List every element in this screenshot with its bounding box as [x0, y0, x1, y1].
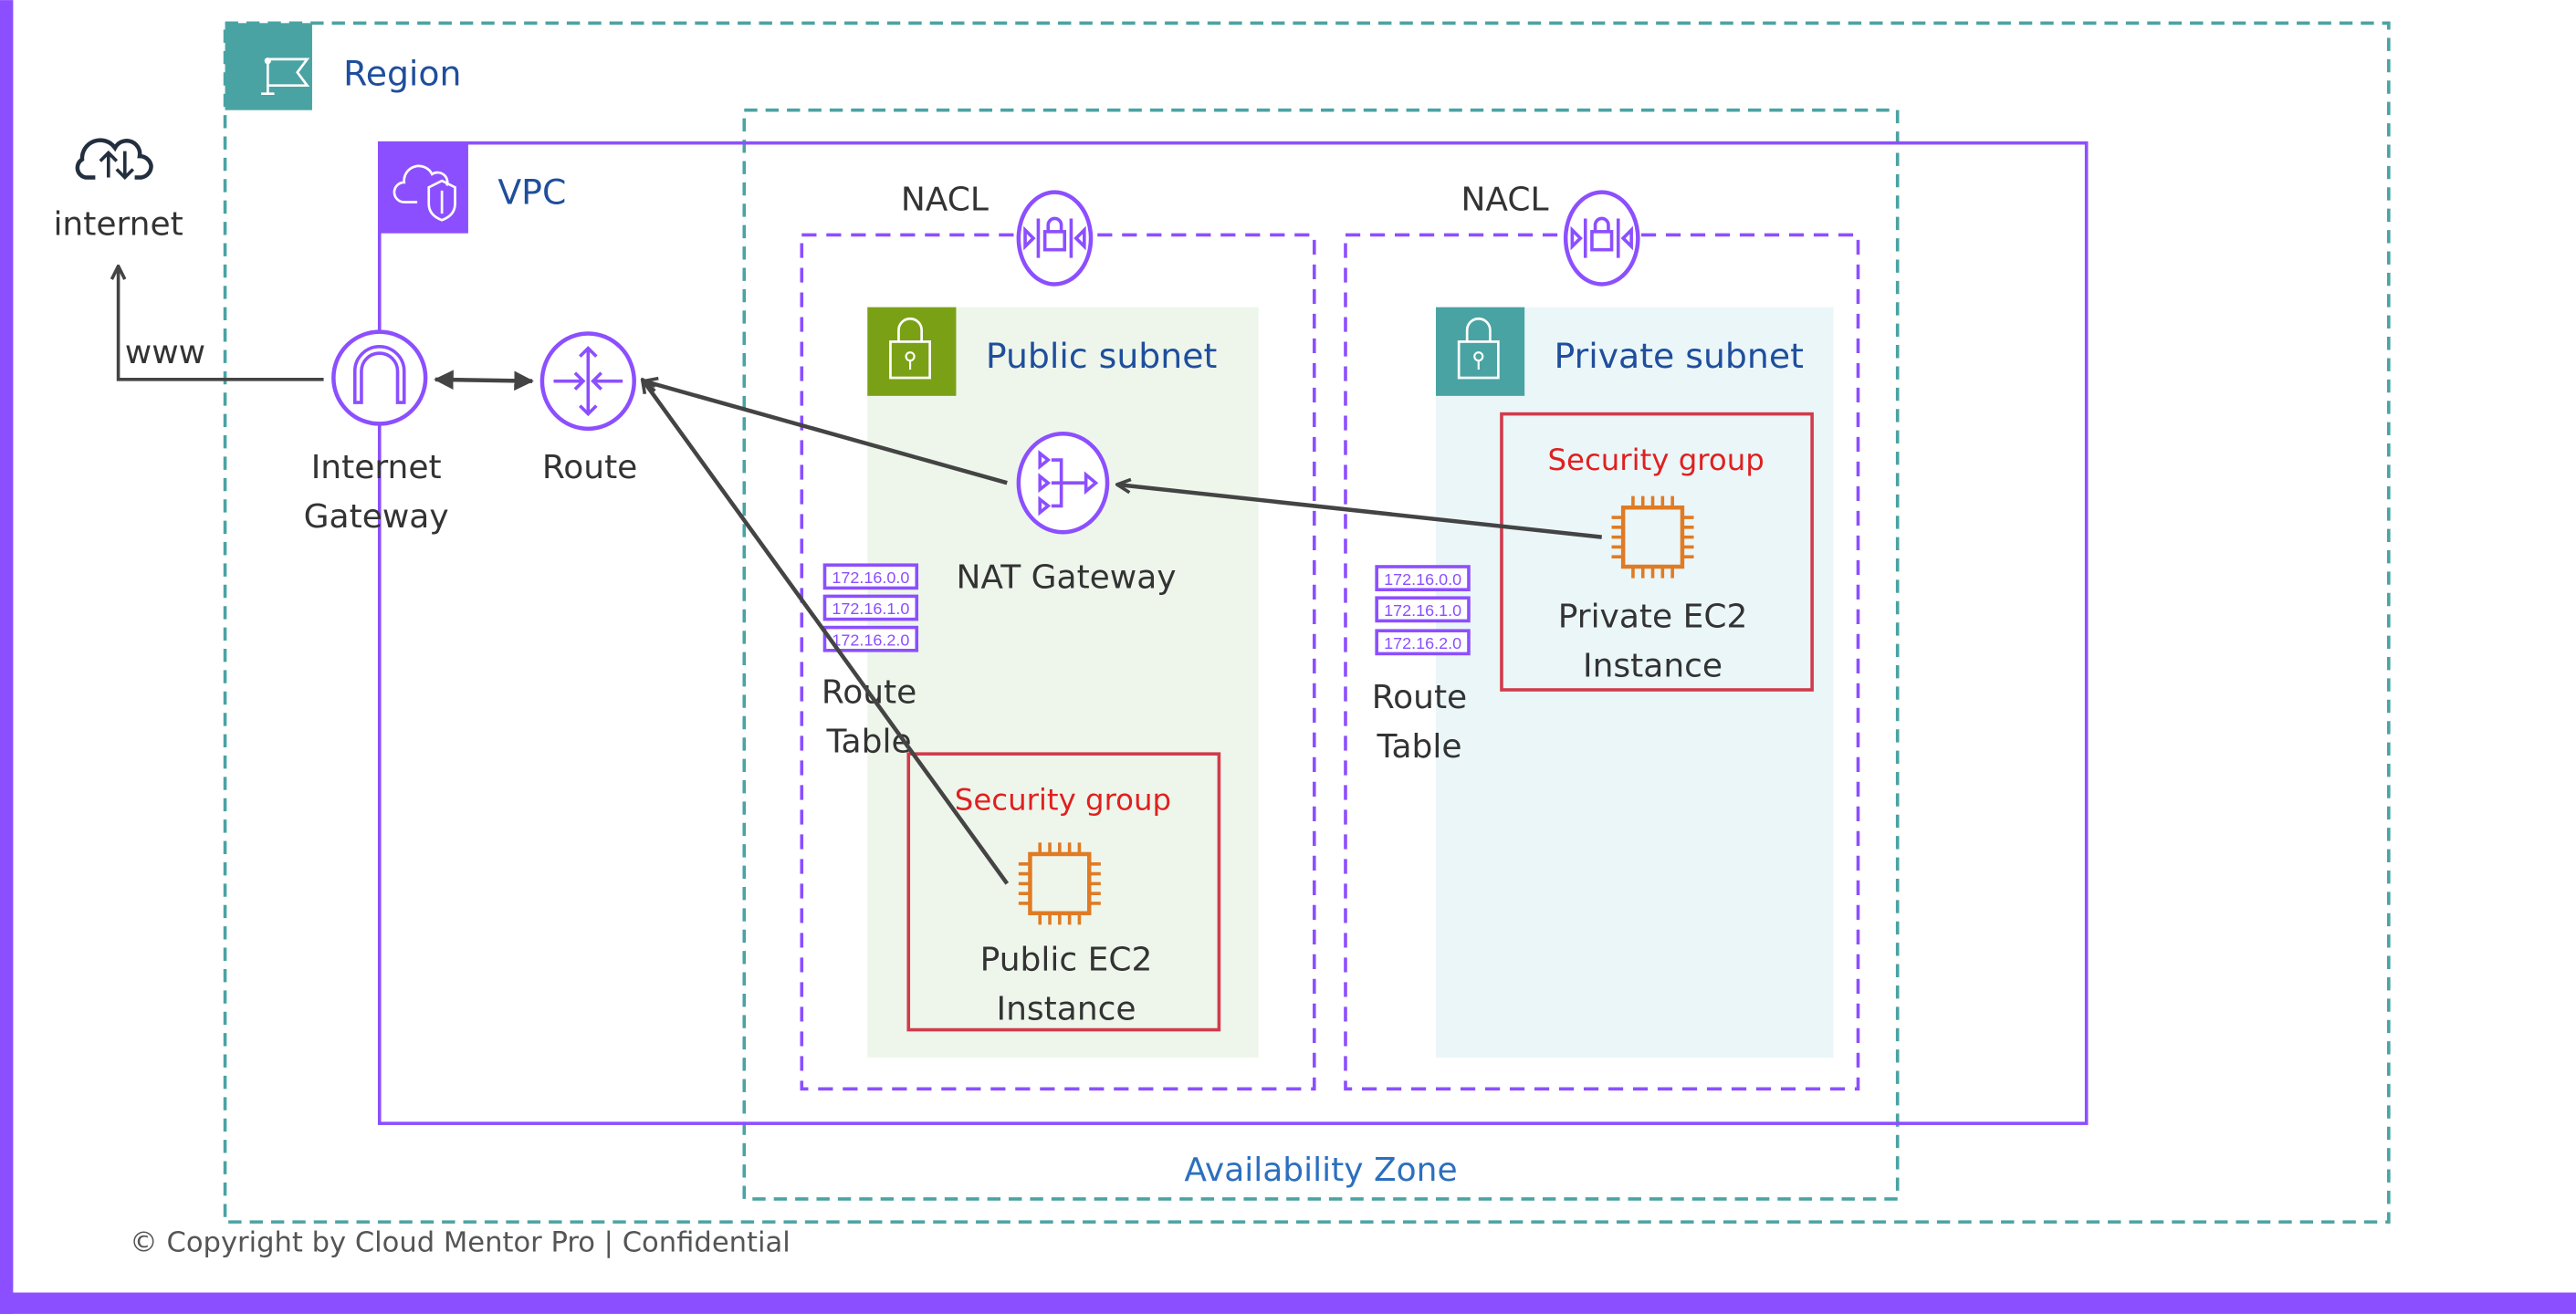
lock-icon [867, 307, 957, 396]
private-ec2-label-line1: Private EC2 [1558, 599, 1748, 636]
public-ec2-to-route-connection [643, 380, 1010, 885]
bottom-accent-bar [0, 1292, 2576, 1314]
ec2-chip-icon [1018, 842, 1101, 925]
private-ec2-to-nat-connection [1117, 485, 1602, 539]
route-table-private: 172.16.0.0 172.16.1.0 172.16.2.0 [1375, 565, 1471, 656]
route-entry: 172.16.2.0 [832, 631, 909, 649]
route-table-private-label-line2: Table [1376, 728, 1461, 766]
route-table-public-label-line2: Table [826, 723, 912, 760]
left-accent-bar [0, 0, 14, 1314]
cloud-upload-download-icon [75, 138, 153, 181]
route-entry: 172.16.0.0 [832, 568, 909, 587]
route-table-private-label-line1: Route [1372, 679, 1467, 716]
lock-icon [1435, 307, 1525, 396]
www-connection [119, 266, 324, 381]
private-subnet-label: Private subnet [1555, 336, 1804, 376]
nat-gateway-icon [1016, 431, 1110, 535]
igw-route-connection [434, 370, 534, 391]
nat-gateway-label: NAT Gateway [956, 558, 1176, 596]
vpc-label: VPC [497, 172, 566, 212]
nacl-icon [1563, 190, 1640, 287]
security-group-public-label: Security group [955, 782, 1171, 817]
nacl-private-label: NACL [1461, 181, 1549, 218]
region-boundary [223, 21, 2391, 1224]
public-subnet-label: Public subnet [986, 336, 1217, 376]
internet-gateway-label-line1: Internet [311, 449, 442, 486]
region-label: Region [343, 54, 461, 94]
router-icon [539, 331, 636, 432]
route-entry: 172.16.2.0 [1384, 634, 1461, 652]
copyright-text: © Copyright by Cloud Mentor Pro | Confid… [130, 1227, 791, 1259]
security-group-private [1500, 412, 1814, 692]
route-entry: 172.16.1.0 [832, 600, 909, 618]
public-ec2-label-line2: Instance [997, 991, 1136, 1028]
internet-gateway-icon [331, 329, 428, 426]
vpc-boundary [377, 141, 2089, 1125]
availability-zone-boundary [742, 108, 1900, 1201]
flag-icon [225, 23, 312, 110]
nat-to-route-connection [644, 381, 1008, 485]
route-entry: 172.16.0.0 [1384, 570, 1461, 589]
route-label: Route [542, 449, 637, 486]
route-table-public: 172.16.0.0 172.16.1.0 172.16.2.0 [822, 563, 919, 652]
private-ec2-label-line2: Instance [1583, 648, 1723, 685]
internet-gateway-label-line2: Gateway [304, 498, 449, 536]
security-group-private-label: Security group [1548, 443, 1764, 477]
nacl-public-label: NACL [901, 181, 989, 218]
nacl-icon [1016, 190, 1094, 287]
vpc-cloud-shield-icon [379, 142, 468, 234]
security-group-public [906, 752, 1221, 1032]
internet-label: internet [53, 205, 183, 243]
ec2-chip-icon [1611, 495, 1694, 579]
route-entry: 172.16.1.0 [1384, 601, 1461, 620]
www-label: www [125, 334, 205, 371]
availability-zone-label: Availability Zone [1184, 1152, 1457, 1189]
public-ec2-label-line1: Public EC2 [980, 942, 1153, 979]
